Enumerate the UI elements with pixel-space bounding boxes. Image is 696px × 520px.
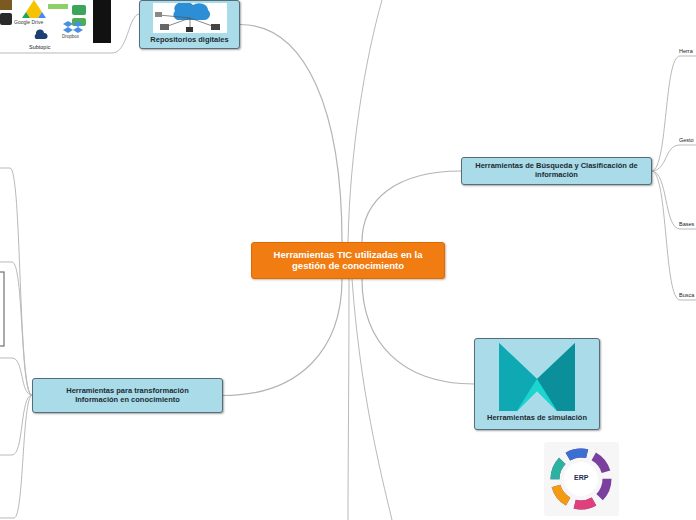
erp-center <box>564 462 598 496</box>
logo-icon <box>0 13 12 25</box>
topic-text: Herramientas TIC utilizadas en la gestió… <box>262 250 434 272</box>
simulation-logo <box>499 343 575 411</box>
network-illustration <box>153 3 227 33</box>
image-label: Dropbox <box>62 34 79 39</box>
drive-logo <box>26 0 42 18</box>
logo-icon <box>72 5 86 15</box>
topic-text: Repositorios digitales <box>150 36 228 45</box>
branch-connector <box>362 171 461 242</box>
dropbox-logo <box>73 21 83 27</box>
image-label: Subtopic <box>29 44 50 50</box>
erp-ring <box>555 453 607 505</box>
subtopic-line <box>652 171 696 229</box>
erp-ring <box>555 453 607 505</box>
subtopic-line <box>652 56 696 171</box>
central-topic: Herramientas TIC utilizadas en la gestió… <box>251 242 445 279</box>
subtopic-line <box>652 145 696 171</box>
image-label: Gesto <box>679 137 694 143</box>
erp-ring <box>555 453 607 505</box>
branch-line <box>348 0 382 242</box>
logos-image <box>93 0 111 43</box>
main-topic: Herramientas para transformación Informa… <box>32 378 223 413</box>
image-label: Busca <box>679 292 694 298</box>
image-label: Google Drive <box>14 19 43 25</box>
erp-ring <box>555 453 607 505</box>
dropbox-logo <box>63 27 73 33</box>
logo-icon <box>48 4 68 9</box>
branch-connector <box>223 279 342 396</box>
topic-text: Herramientas de Búsqueda y Clasificación… <box>472 162 641 179</box>
image-label: Herra <box>679 48 693 54</box>
topic-text: Herramientas para transformación Informa… <box>59 387 196 404</box>
main-topic: Repositorios digitales <box>139 0 240 49</box>
subtopic-line <box>652 171 696 300</box>
main-topic: Herramientas de simulación <box>474 338 600 430</box>
subtopic-line <box>0 262 32 395</box>
branch-line <box>352 279 392 520</box>
dropbox-logo <box>73 27 83 33</box>
cloud-logo <box>35 29 48 39</box>
image-label: Bases <box>679 221 694 227</box>
erp-ring <box>555 453 607 505</box>
subtopic-line <box>0 395 32 518</box>
subtopic-line <box>0 395 32 455</box>
topic-text: Herramientas de simulación <box>487 414 587 423</box>
branch-line <box>348 279 349 520</box>
branch-connector <box>362 279 474 384</box>
image-label: ERP <box>574 474 588 481</box>
drive-logo <box>22 12 30 18</box>
logos-image <box>0 0 93 43</box>
logo-icon <box>0 0 12 10</box>
image-edge <box>0 272 4 346</box>
main-topic: Herramientas de Búsqueda y Clasificación… <box>461 157 652 185</box>
dropbox-logo <box>63 21 73 27</box>
branch-connector <box>240 25 342 243</box>
drive-logo <box>38 12 46 18</box>
subtopic-line <box>0 358 32 395</box>
erp-image <box>544 442 619 516</box>
logo-icon <box>72 18 86 26</box>
subtopic-line <box>0 168 32 395</box>
